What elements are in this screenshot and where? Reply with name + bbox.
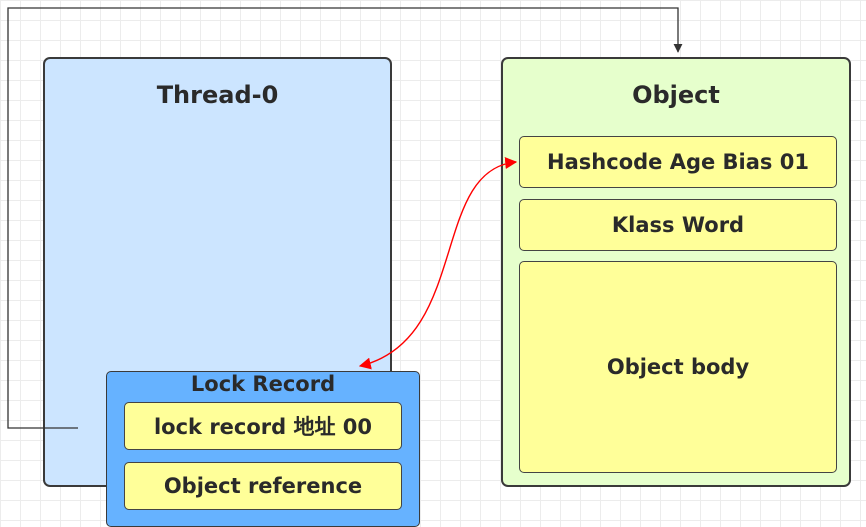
klass-word-field: Klass Word [519,199,837,251]
mark-word-field: Hashcode Age Bias 01 [519,136,837,188]
lock-record-mark-word-arrow [358,157,518,370]
lock-record-address-field: lock record 地址 00 [124,402,402,450]
thread-title: Thread-0 [156,81,279,109]
object-box: Object Hashcode Age Bias 01 Klass Word O… [501,57,851,487]
lock-record-title: Lock Record [190,372,336,396]
connectors [7,7,683,429]
object-title: Object [632,81,720,109]
object-reference-arrow [7,7,683,429]
object-body-field: Object body [519,261,837,473]
